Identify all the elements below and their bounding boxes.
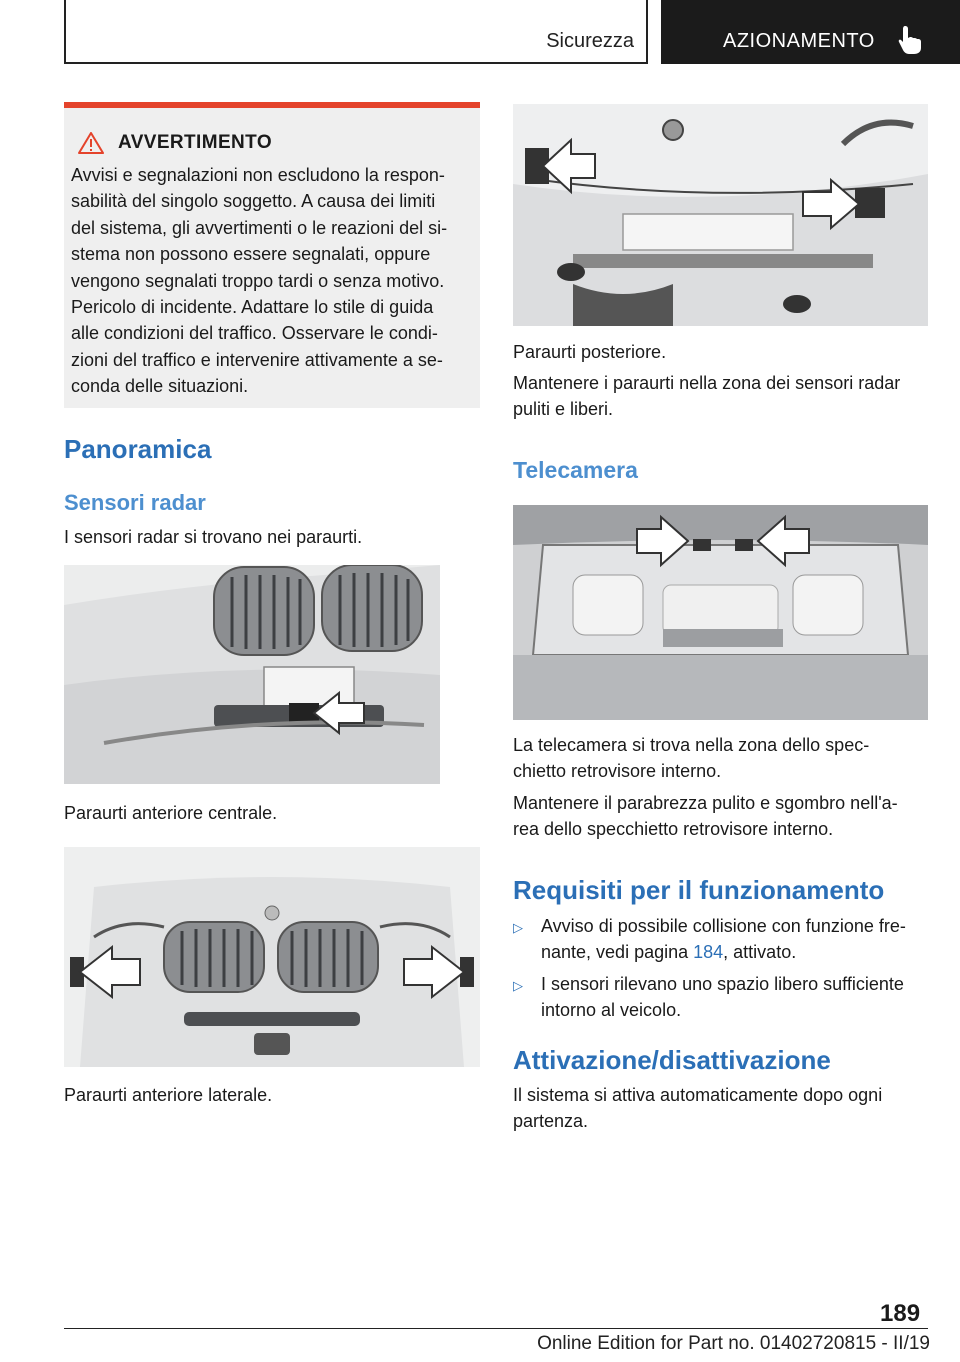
header-section-box: Sicurezza — [64, 0, 648, 64]
bullet-triangle-icon: ▷ — [513, 920, 523, 935]
caption-front-side: Paraurti anteriore laterale. — [64, 1085, 273, 1105]
bullet-text-line: intorno al veicolo. — [541, 1000, 682, 1020]
heading-attivazione: Attivazione/disattivazione — [513, 1045, 831, 1075]
pointing-hand-icon — [898, 26, 921, 54]
warning-box: AVVERTIMENTO Avvisi e segnalazioni non e… — [64, 102, 480, 408]
camera-windshield-image — [513, 505, 928, 720]
bullet-text-line: I sensori rilevano uno spazio libero suf… — [541, 974, 904, 994]
heading-sensori-radar: Sensori radar — [64, 490, 206, 515]
attiv-text-line: partenza. — [513, 1111, 589, 1131]
warning-line: del sistema, gli avvertimenti o le reazi… — [71, 217, 448, 238]
caption-rear: Paraurti posteriore. — [513, 342, 667, 362]
warning-line: alle condizioni del traffico. Osservare … — [71, 323, 438, 344]
warning-triangle-icon — [78, 132, 104, 154]
rear-bumper-image — [513, 104, 928, 326]
camera-text-line: chietto retrovisore interno. — [513, 761, 722, 781]
camera-text-line: La telecamera si trova nella zona dello … — [513, 735, 870, 755]
rear-text-line: Mantenere i paraurti nella zona dei sens… — [513, 373, 901, 393]
page-number: 189 — [880, 1300, 921, 1327]
header-chapter-tab: AZIONAMENTO — [661, 0, 960, 64]
bullet-text-line: Avviso di possibile collisione con funzi… — [541, 916, 906, 936]
warning-line: stema non possono essere segnalati, oppu… — [71, 244, 431, 265]
warning-text: Avvisi e segnalazioni non escludono la r… — [71, 162, 475, 400]
heading-panoramica: Panoramica — [64, 434, 212, 464]
warning-line: zioni del traffico e intervenire attivam… — [71, 349, 443, 370]
heading-telecamera: Telecamera — [513, 457, 638, 483]
footer-divider — [64, 1328, 928, 1329]
footer-edition: Online Edition for Part no. 01402720815 … — [537, 1333, 930, 1354]
warning-line: Pericolo di incidente. Adattare lo stile… — [71, 297, 434, 318]
header-chapter-title: AZIONAMENTO — [723, 30, 875, 52]
bullet-text-line: nante, vedi pagina 184, attivato. — [541, 942, 797, 962]
warning-header: AVVERTIMENTO — [78, 132, 272, 154]
header-section-title: Sicurezza — [546, 30, 634, 52]
bullet-triangle-icon: ▷ — [513, 978, 523, 993]
front-center-bumper-image — [64, 565, 440, 784]
sensori-text: I sensori radar si trovano nei paraurti. — [64, 527, 363, 547]
attiv-text-line: Il sistema si attiva automaticamente dop… — [513, 1085, 883, 1105]
warning-line: vengono segnalati troppo tardi o senza m… — [71, 270, 445, 291]
warning-line: conda delle situazioni. — [71, 376, 249, 397]
warning-line: sabilità del singolo soggetto. A causa d… — [71, 191, 436, 212]
warning-title: AVVERTIMENTO — [118, 132, 272, 153]
camera-text-line: rea dello specchietto retrovisore intern… — [513, 819, 834, 839]
rear-text-line: puliti e liberi. — [513, 399, 614, 419]
caption-front-center: Paraurti anteriore centrale. — [64, 803, 278, 823]
heading-requisiti: Requisiti per il funzionamento — [513, 875, 885, 905]
warning-line: Avvisi e segnalazioni non escludono la r… — [71, 165, 445, 185]
camera-text-line: Mantenere il parabrezza pulito e sgombro… — [513, 793, 898, 813]
front-side-bumper-image — [64, 847, 480, 1067]
page-link-184[interactable]: 184 — [693, 942, 724, 962]
